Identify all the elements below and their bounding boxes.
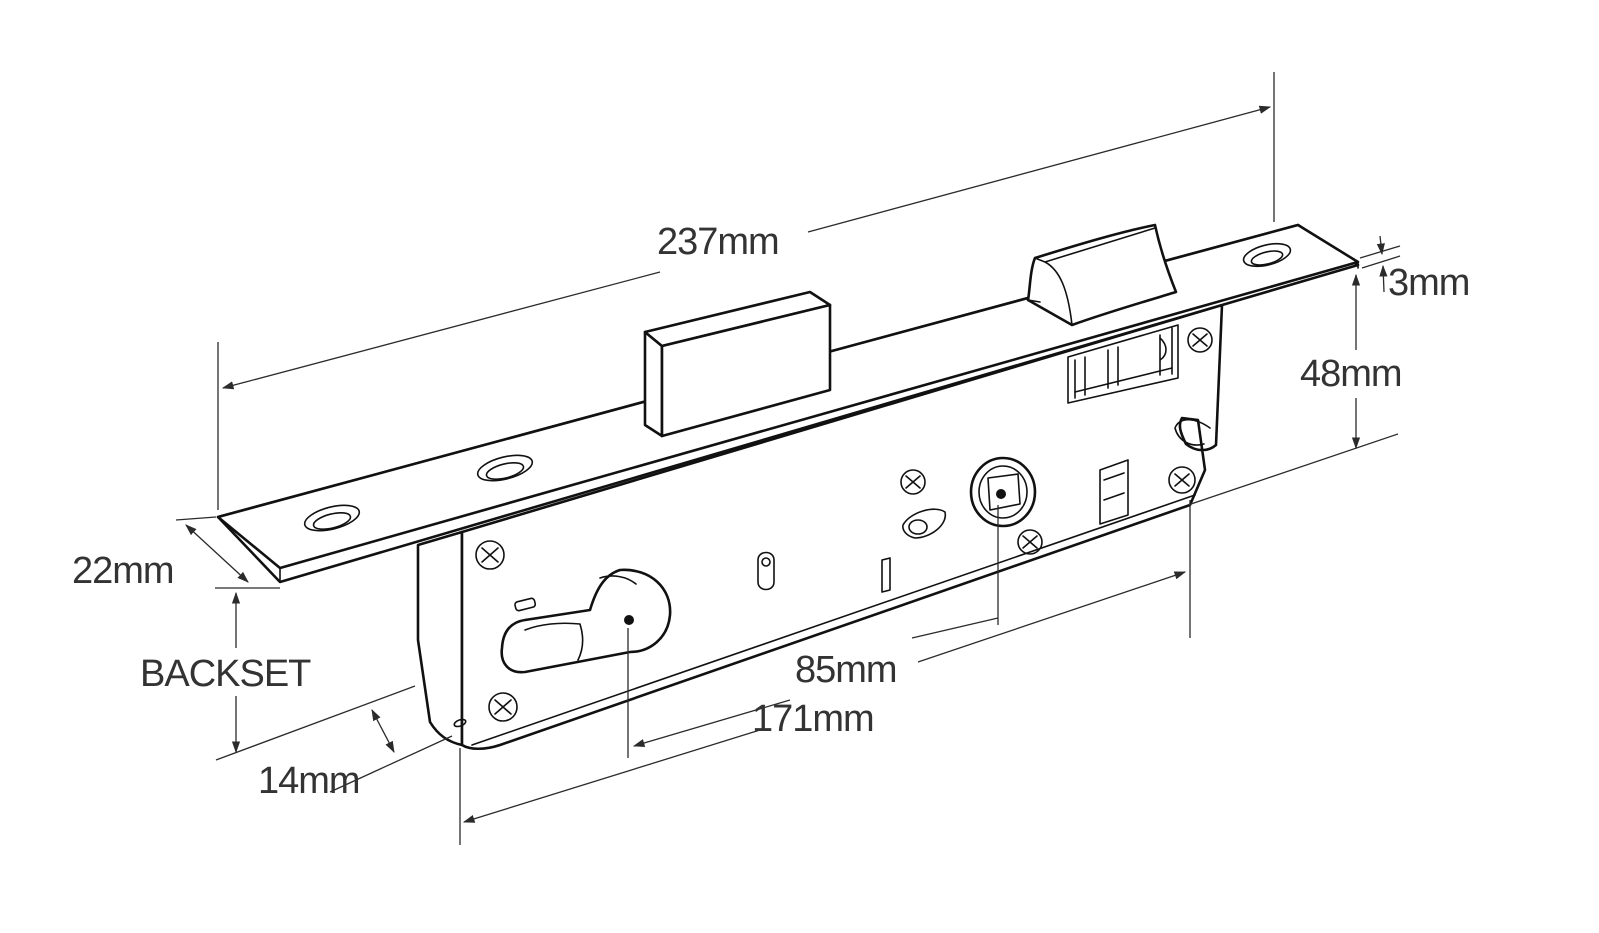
case-screw-top-left bbox=[475, 540, 505, 570]
latch-lower-edge bbox=[1027, 299, 1041, 303]
slot-oval bbox=[757, 551, 775, 591]
faceplate-screw-hole-right bbox=[1242, 242, 1292, 268]
indicator-slot bbox=[514, 597, 537, 612]
faceplate-front-edge bbox=[279, 261, 1359, 583]
dim-center-distance: 85mm bbox=[627, 505, 1187, 758]
mechanism-window bbox=[1067, 324, 1179, 404]
dim-body-height: 48mm bbox=[1187, 273, 1403, 506]
faceplate-screw-hole-left bbox=[303, 504, 361, 532]
follower-slot bbox=[902, 508, 946, 539]
cylinder-inner-edge bbox=[524, 622, 584, 661]
case-end-panel bbox=[416, 530, 464, 747]
dim-faceplate-width: 22mm bbox=[72, 516, 249, 592]
faceplate-screw-hole-middle bbox=[476, 454, 534, 482]
label-backset: BACKSET bbox=[140, 653, 311, 695]
case-face-edge bbox=[471, 494, 1196, 746]
label-faceplate-width: 22mm bbox=[72, 550, 174, 592]
dim-body-depth: 14mm bbox=[215, 685, 453, 802]
latch-curve bbox=[1034, 227, 1156, 326]
label-body-length: 171mm bbox=[752, 698, 874, 740]
dim-backset: BACKSET bbox=[140, 587, 312, 754]
deadbolt-side bbox=[643, 330, 664, 438]
case-screw-lower-middle bbox=[1017, 529, 1043, 555]
dim-faceplate-thickness: 3mm bbox=[1359, 235, 1470, 304]
slot-narrow bbox=[881, 557, 891, 593]
case-screw-bottom-right bbox=[1168, 466, 1196, 494]
spindle-hub bbox=[969, 456, 1037, 528]
label-body-height: 48mm bbox=[1300, 353, 1402, 395]
deadbolt-front bbox=[660, 303, 832, 438]
case-screw-bottom-left bbox=[488, 692, 518, 722]
dim-length: 237mm bbox=[217, 72, 1275, 510]
cylinder-centre-dot bbox=[624, 615, 634, 625]
lever-slot bbox=[1099, 459, 1129, 525]
label-center-distance: 85mm bbox=[795, 649, 897, 691]
label-length: 237mm bbox=[657, 221, 779, 263]
dim-body-length: 171mm bbox=[459, 500, 1191, 845]
deadbolt bbox=[643, 290, 832, 438]
case-screw-top-right bbox=[1187, 327, 1213, 353]
spindle-centre-dot bbox=[996, 489, 1006, 499]
case-rivet-mark bbox=[453, 718, 467, 728]
latch bbox=[1026, 223, 1178, 327]
label-faceplate-thickness: 3mm bbox=[1388, 262, 1469, 304]
case-screw-middle bbox=[900, 469, 926, 495]
label-body-depth: 14mm bbox=[258, 760, 360, 802]
case-notch bbox=[1174, 418, 1211, 446]
latch-body bbox=[1026, 223, 1178, 327]
